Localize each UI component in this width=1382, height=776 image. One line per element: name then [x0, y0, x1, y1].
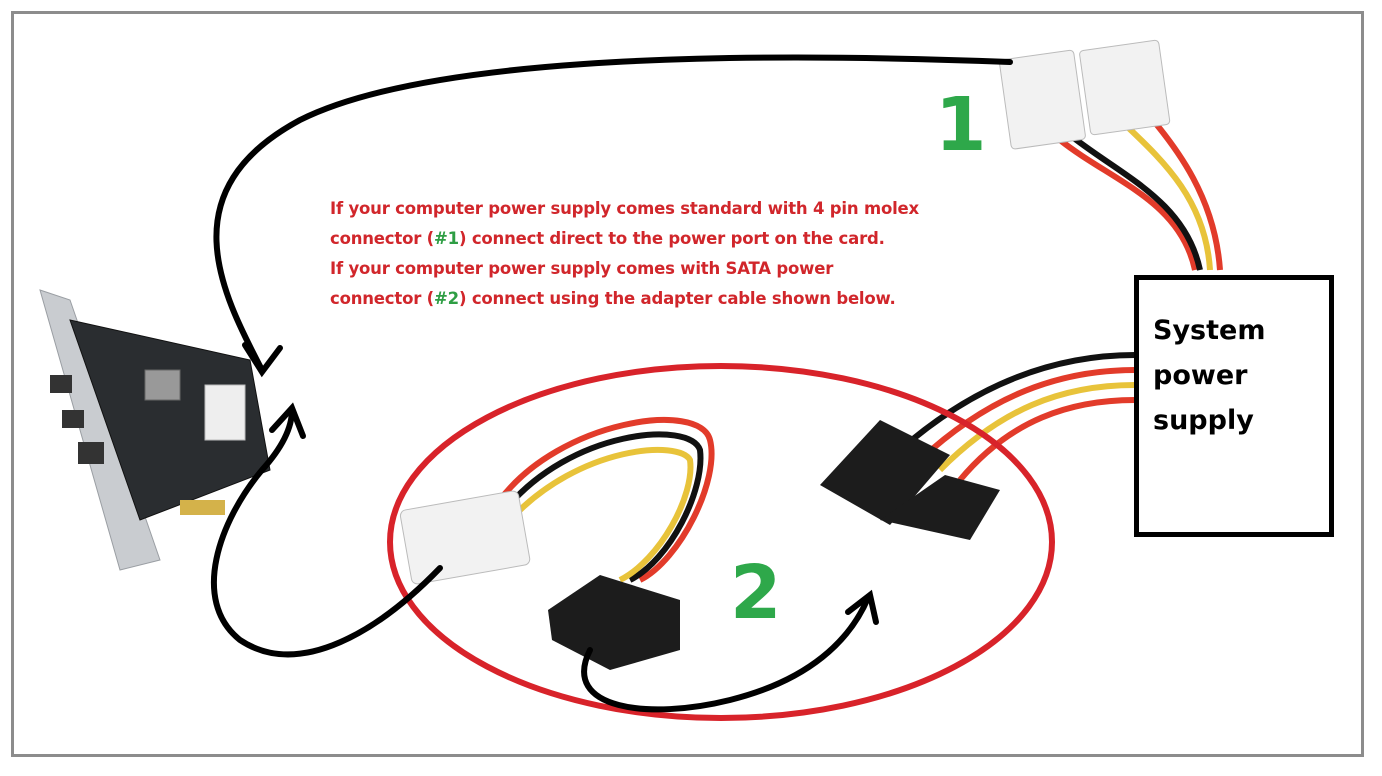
- sata-option-ellipse: [387, 363, 1055, 721]
- arrowhead-icon: [269, 402, 306, 439]
- instruction-line-1: If your computer power supply comes stan…: [330, 199, 919, 218]
- sata-connectors-image: [820, 352, 1136, 540]
- text: connector (: [330, 229, 435, 248]
- text: ) connect direct to the power port on th…: [458, 229, 885, 248]
- arrow-adapter-to-card: [211, 407, 443, 658]
- label-one: 1: [935, 82, 987, 168]
- instruction-line-2: connector (#1) connect direct to the pow…: [330, 229, 885, 248]
- arrowhead-icon: [845, 589, 879, 625]
- arrow-molex-1-to-card: [213, 54, 1013, 373]
- diagram-frame: [11, 11, 1364, 757]
- molex-connector-1-image: [999, 39, 1223, 271]
- system-power-supply-box: System power supply: [1134, 275, 1334, 537]
- molex-to-sata-adapter-image: [399, 417, 715, 670]
- instruction-line-3: If your computer power supply comes with…: [330, 259, 834, 278]
- text: connector (: [330, 289, 435, 308]
- arrowhead-icon: [242, 342, 283, 378]
- text: ) connect using the adapter cable shown …: [458, 289, 896, 308]
- ref-1: #1: [434, 229, 459, 248]
- instruction-line-4: connector (#2) connect using the adapter…: [330, 289, 896, 308]
- label-two: 2: [730, 550, 782, 636]
- arrow-sata-to-adapter: [581, 595, 871, 713]
- pcie-card-image: [39, 289, 271, 571]
- ref-2: #2: [434, 289, 459, 308]
- psu-label: System power supply: [1153, 315, 1266, 436]
